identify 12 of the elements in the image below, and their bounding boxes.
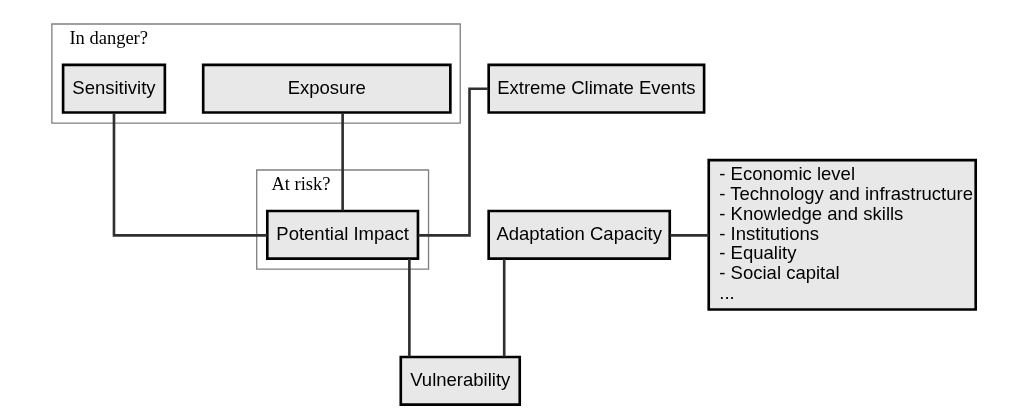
connector [408,258,411,357]
node-box: Sensitivity [61,63,167,114]
node-box: Extreme Climate Events [487,63,706,114]
connector [670,234,709,237]
node-box: - Economic level - Technology and infrastructure - Knowledge and skills - Institutions - Equality - Social capital ... [707,158,978,311]
node-box: Adaptation Capacity [487,209,672,260]
connector [502,258,506,357]
connector [112,112,268,237]
connector [341,112,344,211]
node-box: Vulnerability [399,355,522,406]
node-box: Potential Impact [265,209,420,260]
node-box: Exposure [201,63,452,114]
